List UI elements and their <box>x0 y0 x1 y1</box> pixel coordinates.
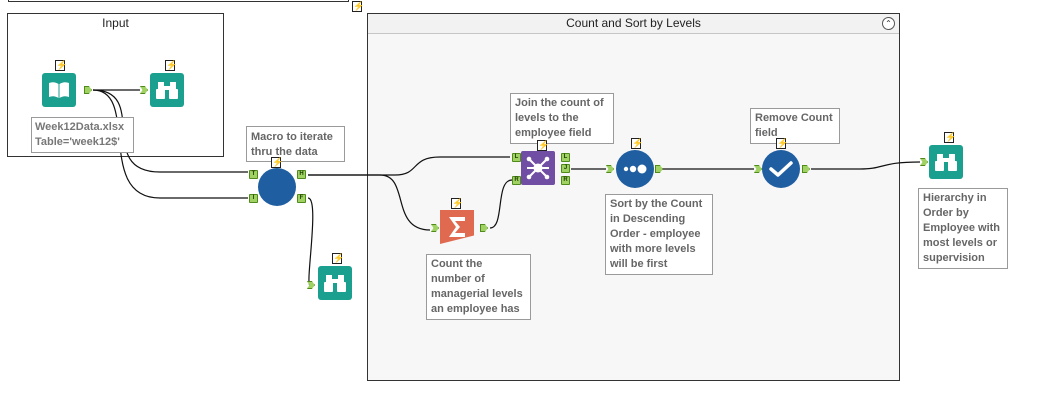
summarize-annotation: Count the number of managerial levels an… <box>426 254 531 320</box>
top-lightning-badge: ⚡ <box>352 1 365 12</box>
join-icon <box>526 156 550 180</box>
browse2-badge: ⚡ <box>332 253 345 264</box>
join-annotation: Join the count of levels to the employee… <box>510 93 614 144</box>
sort-annotation: Sort by the Count in Descending Order - … <box>605 194 713 275</box>
book-icon <box>49 82 69 98</box>
select-output-anchor[interactable] <box>802 165 810 173</box>
count-sort-title: Count and Sort by Levels <box>566 16 701 30</box>
collapse-icon[interactable]: ⌃ <box>882 17 895 30</box>
select-annotation: Remove Count field <box>750 108 840 144</box>
sort-badge: ⚡ <box>631 138 644 149</box>
browse-tool-2[interactable] <box>318 266 352 300</box>
join-badge: ⚡ <box>537 140 550 151</box>
sort-tool[interactable] <box>616 150 654 188</box>
summarize-badge: ⚡ <box>451 198 464 209</box>
final-browse-annotation: Hierarchy in Order by Employee with most… <box>918 188 1008 269</box>
macro-output-H-anchor[interactable]: H <box>297 170 306 179</box>
macro-annotation: Macro to iterate thru the data <box>246 126 345 162</box>
join-output-L-anchor[interactable]: L <box>561 153 570 162</box>
join-input-L-anchor[interactable]: L <box>512 153 521 162</box>
binoculars-icon <box>324 275 346 292</box>
summarize-output-anchor[interactable] <box>480 224 488 232</box>
macro-input-T-anchor[interactable]: T <box>249 170 258 179</box>
checkmark-icon <box>769 161 793 177</box>
join-tool[interactable] <box>521 151 555 185</box>
macro-output-F-anchor[interactable]: F <box>297 194 306 203</box>
sigma-icon <box>449 217 465 237</box>
sort-dots-icon <box>623 164 647 174</box>
macro-tool[interactable] <box>258 168 296 206</box>
input-data-tool[interactable] <box>42 73 76 107</box>
wire-macro-F-to-browse <box>307 197 314 286</box>
input-output-anchor[interactable] <box>84 86 92 94</box>
select-tool[interactable] <box>762 150 800 188</box>
select-badge: ⚡ <box>776 138 789 149</box>
binoculars-icon <box>156 82 178 99</box>
input-container-title: Input <box>102 16 129 30</box>
macro-input-I-anchor[interactable]: I <box>249 194 258 203</box>
join-output-J-anchor[interactable]: J <box>561 164 570 173</box>
browse3-badge: ⚡ <box>944 132 957 143</box>
browse1-badge: ⚡ <box>165 60 178 71</box>
join-input-R-anchor[interactable]: R <box>512 176 521 185</box>
input-tool-badge: ⚡ <box>55 60 68 71</box>
sort-output-anchor[interactable] <box>655 165 663 173</box>
macro-badge: ⚡ <box>271 157 284 168</box>
input-file-annotation: Week12Data.xlsx Table='week12$' <box>31 117 134 153</box>
join-output-R-anchor[interactable]: R <box>561 176 570 185</box>
count-sort-header[interactable]: Count and Sort by Levels ⌃ <box>368 14 899 34</box>
browse-tool-1[interactable] <box>150 73 184 107</box>
count-sort-container[interactable]: Count and Sort by Levels ⌃ <box>367 13 900 381</box>
top-partial-box <box>8 0 349 2</box>
binoculars-icon <box>935 154 957 171</box>
browse2-input-anchor[interactable] <box>307 281 315 289</box>
browse-tool-3[interactable] <box>929 145 963 179</box>
browse3-input-anchor[interactable] <box>920 158 928 166</box>
